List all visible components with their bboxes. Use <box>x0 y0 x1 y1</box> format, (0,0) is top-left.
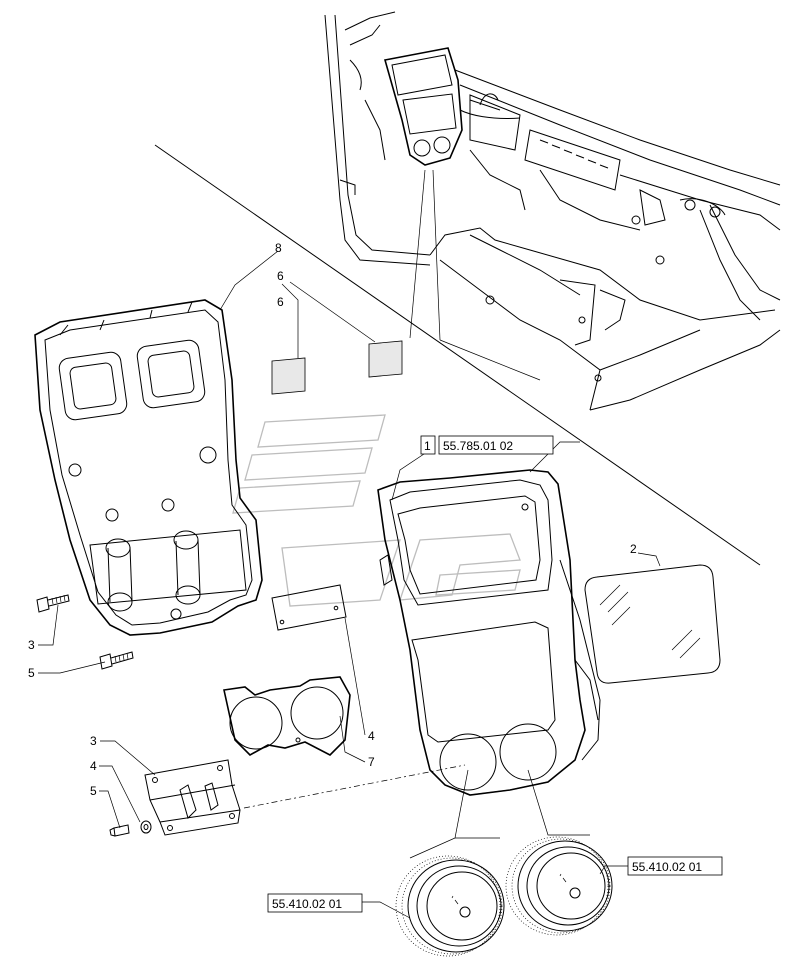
gauge-lower-right <box>505 836 613 936</box>
callout-6a: 6 <box>277 269 284 283</box>
leader-line-8 <box>219 250 279 311</box>
leader-line-ref-2 <box>362 901 411 919</box>
callout-6b: 6 <box>277 295 284 309</box>
leader-line-3b <box>100 740 156 776</box>
section-divider-line <box>154 144 761 566</box>
callout-4a: 4 <box>368 729 375 743</box>
callout-1-box <box>420 435 436 455</box>
screw-left-upper <box>36 594 70 613</box>
cab-dashboard-context <box>324 11 781 411</box>
leader-line-6a <box>281 283 299 358</box>
leader-line <box>409 769 469 859</box>
leader-line-6b <box>289 281 376 343</box>
gauge-lower-left <box>395 855 505 957</box>
rear-cover-part-8 <box>34 299 263 636</box>
watermark-logo <box>232 414 521 607</box>
pad-part-6-right <box>368 340 403 378</box>
leader-line-7 <box>339 715 366 763</box>
gauge-bezel-part-7 <box>223 676 351 756</box>
leader-line <box>409 169 426 339</box>
callout-1: 1 <box>424 439 431 453</box>
plate-part-4 <box>271 584 347 631</box>
leader-line-ref-3 <box>599 865 628 875</box>
bracket-part-3 <box>144 759 241 836</box>
leader-line-5b <box>99 790 121 829</box>
axis-line <box>243 764 466 809</box>
reference-box-2 <box>267 893 363 913</box>
leader-line <box>439 339 541 381</box>
screw-left-lower <box>99 651 134 670</box>
callout-5b: 5 <box>90 784 97 798</box>
callout-4b: 4 <box>90 759 97 773</box>
reference-2: 55.410.02 01 <box>272 897 342 911</box>
leader-line-5a <box>38 661 106 674</box>
leader-line <box>432 169 441 341</box>
leader-line-4b <box>99 765 141 823</box>
reference-box-3 <box>627 856 723 876</box>
leader-line-2 <box>637 552 661 567</box>
leader-line-1 <box>391 449 431 501</box>
pad-part-6-left <box>271 357 306 395</box>
leader-line-3a <box>38 604 59 646</box>
screw-washer-small <box>109 820 152 837</box>
reference-3: 55.410.02 01 <box>632 860 702 874</box>
callout-7: 7 <box>368 755 375 769</box>
reference-box-1 <box>438 435 554 455</box>
leader-line-ref-1 <box>529 441 580 473</box>
callout-3b: 3 <box>90 734 97 748</box>
instrument-panel-part-1 <box>377 469 601 796</box>
callout-5a: 5 <box>28 666 35 680</box>
leader-line-4a <box>344 617 366 736</box>
callout-8: 8 <box>275 241 282 255</box>
glass-part-2 <box>584 564 721 684</box>
reference-1: 55.785.01 02 <box>443 439 513 453</box>
leader-line <box>527 769 590 836</box>
callout-2: 2 <box>630 542 637 556</box>
callout-3a: 3 <box>28 638 35 652</box>
